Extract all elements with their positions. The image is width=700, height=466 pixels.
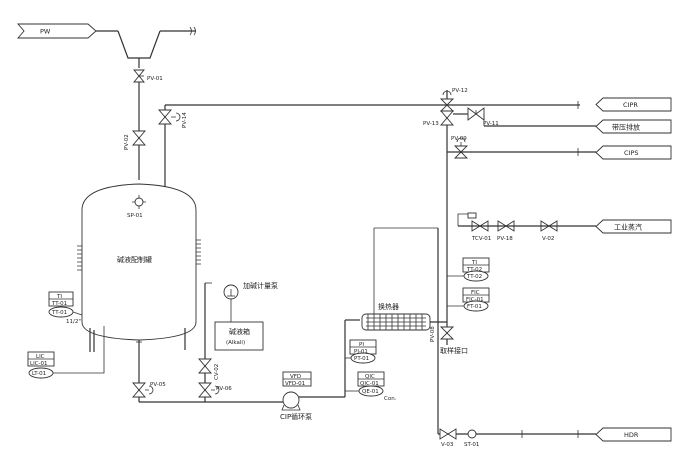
valve-pv02: PV-02 bbox=[124, 130, 146, 150]
svg-text:VFD: VFD bbox=[290, 374, 301, 380]
instrument-fic: FIC FIC-01 FT-01 bbox=[447, 287, 490, 312]
instrument-lic: LIC LIC-01 LT-01 bbox=[27, 326, 105, 379]
svg-text:TT-01: TT-01 bbox=[51, 301, 67, 307]
alkali-mixing-tank: 碱液配制罐 bbox=[77, 183, 201, 352]
heat-exchanger: 换热器 bbox=[361, 302, 431, 331]
valve-v02: V-02 bbox=[540, 220, 558, 242]
valve-pv12: PV-12 bbox=[439, 88, 468, 112]
valve-pv14: PV-14 bbox=[158, 109, 188, 128]
valve-pv18: PV-18 bbox=[497, 220, 515, 242]
instrument-vfd: VFD VFD-01 bbox=[282, 371, 312, 387]
svg-text:PV-12: PV-12 bbox=[452, 88, 468, 94]
stream-industrial-steam: 工业蒸汽 bbox=[595, 219, 672, 234]
svg-text:PV-06: PV-06 bbox=[216, 386, 232, 392]
svg-text:SP-01: SP-01 bbox=[127, 213, 143, 219]
svg-text:FIC-01: FIC-01 bbox=[466, 297, 484, 303]
pw-inlet-pipe bbox=[96, 26, 196, 68]
instrument-ti-tank: TI TT-01 TT-01 11/2" bbox=[48, 291, 83, 325]
alkali-tank: 碱液箱 (Alkali) bbox=[214, 321, 264, 351]
svg-text:LIC: LIC bbox=[36, 354, 45, 360]
instrument-qic: QIC QIC-01 QE-01 Con. bbox=[345, 371, 397, 402]
svg-text:PV-18: PV-18 bbox=[497, 236, 513, 242]
svg-text:HDR: HDR bbox=[624, 431, 639, 439]
svg-text:TCV-01: TCV-01 bbox=[471, 236, 491, 242]
svg-text:LIC-01: LIC-01 bbox=[30, 361, 48, 367]
svg-text:工业蒸汽: 工业蒸汽 bbox=[614, 223, 642, 232]
svg-text:PI: PI bbox=[359, 342, 364, 348]
svg-text:V-03: V-03 bbox=[441, 442, 454, 448]
svg-text:Con.: Con. bbox=[384, 396, 397, 402]
svg-text:PV-08: PV-08 bbox=[430, 326, 436, 342]
svg-text:PV-14: PV-14 bbox=[182, 112, 188, 128]
svg-text:PI-01: PI-01 bbox=[354, 349, 368, 355]
check-valve-cv02: CV-02 bbox=[198, 358, 220, 380]
valve-tcv01: TCV-01 bbox=[467, 212, 491, 242]
svg-text:FT-01: FT-01 bbox=[467, 304, 482, 310]
svg-text:换热器: 换热器 bbox=[378, 302, 399, 311]
stream-pressure-relief: 带压排放 bbox=[595, 119, 672, 134]
svg-text:TT-01: TT-01 bbox=[51, 310, 67, 316]
svg-text:PV-09: PV-09 bbox=[451, 136, 467, 142]
svg-text:PV-05: PV-05 bbox=[150, 382, 166, 388]
svg-text:LT-01: LT-01 bbox=[32, 371, 46, 377]
valve-pv06: PV-06 bbox=[198, 382, 232, 398]
svg-text:TI: TI bbox=[56, 294, 62, 300]
svg-text:CIP循环泵: CIP循环泵 bbox=[280, 412, 312, 421]
svg-text:TI: TI bbox=[471, 260, 477, 266]
svg-text:V-02: V-02 bbox=[542, 236, 554, 242]
valve-v03: V-03 bbox=[439, 428, 457, 448]
stream-hdr: HDR bbox=[595, 427, 672, 442]
svg-text:CIPR: CIPR bbox=[623, 101, 638, 109]
svg-text:碱液箱: 碱液箱 bbox=[229, 327, 250, 336]
svg-text:QIC-01: QIC-01 bbox=[360, 381, 379, 387]
valve-pv08: PV-08 bbox=[430, 326, 455, 342]
valve-pv01: PV-01 bbox=[133, 69, 163, 83]
svg-text:PV-01: PV-01 bbox=[147, 76, 163, 82]
alkali-dosing-pump: 加碱计量泵 bbox=[223, 281, 278, 322]
svg-text:QIC: QIC bbox=[365, 374, 375, 380]
cip-circulation-pump: CIP循环泵 bbox=[280, 391, 312, 421]
svg-text:加碱计量泵: 加碱计量泵 bbox=[243, 281, 278, 290]
instrument-ti-hx: TI TT-02 TT-02 bbox=[447, 257, 490, 282]
svg-text:PT-01: PT-01 bbox=[354, 356, 369, 362]
svg-text:(Alkali): (Alkali) bbox=[226, 340, 245, 346]
stream-pw: PW bbox=[17, 23, 97, 39]
valve-pv05: PV-05 bbox=[132, 382, 166, 398]
svg-text:碱液配制罐: 碱液配制罐 bbox=[117, 255, 152, 264]
svg-text:PV-11: PV-11 bbox=[483, 121, 499, 127]
svg-text:PV-13: PV-13 bbox=[423, 121, 439, 127]
svg-text:QE-01: QE-01 bbox=[362, 389, 379, 395]
spray-ball-sp01: SP-01 bbox=[127, 195, 146, 219]
stream-cipr: CIPR bbox=[595, 97, 672, 112]
svg-text:TT-02: TT-02 bbox=[466, 274, 482, 280]
svg-text:带压排放: 带压排放 bbox=[612, 123, 640, 132]
steam-trap-st01: ST-01 bbox=[464, 429, 479, 448]
valve-pv13: PV-13 bbox=[423, 110, 454, 127]
sampling-port-label: 取样接口 bbox=[440, 346, 468, 355]
svg-text:CV-02: CV-02 bbox=[214, 364, 220, 380]
svg-text:11/2": 11/2" bbox=[66, 319, 81, 325]
svg-text:VFD-01: VFD-01 bbox=[285, 381, 305, 387]
svg-text:PW: PW bbox=[40, 28, 51, 36]
svg-text:TT-02: TT-02 bbox=[466, 267, 482, 273]
svg-text:FIC: FIC bbox=[471, 290, 480, 296]
svg-text:ST-01: ST-01 bbox=[464, 442, 479, 448]
svg-text:PV-02: PV-02 bbox=[124, 134, 130, 150]
svg-text:CIPS: CIPS bbox=[624, 149, 639, 157]
valve-pv09: PV-09 bbox=[451, 136, 469, 159]
instrument-pi: PI PI-01 PT-01 bbox=[345, 339, 377, 364]
valve-pv11: PV-11 bbox=[467, 107, 499, 127]
stream-cips: CIPS bbox=[595, 145, 672, 160]
